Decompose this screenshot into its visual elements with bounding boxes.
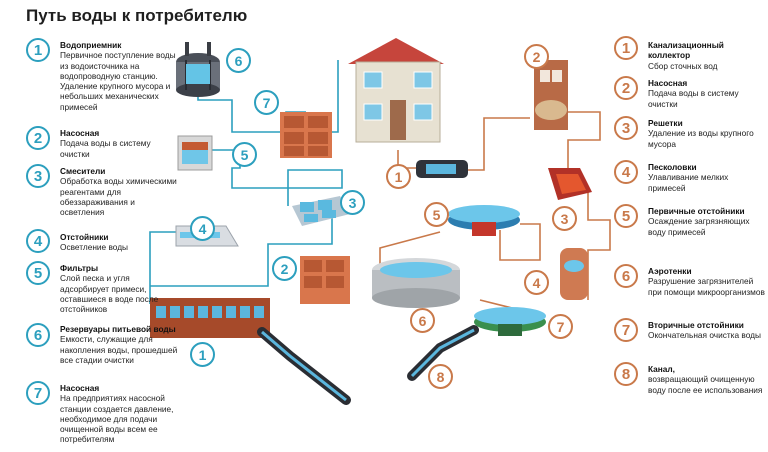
left-legend-title-7: Насосная bbox=[60, 383, 100, 393]
left-legend-desc-1: Первичное поступление воды из водоисточн… bbox=[60, 50, 176, 112]
right-legend-title-7: Вторичные отстойники bbox=[648, 320, 744, 330]
intake-tank bbox=[176, 42, 220, 97]
left-legend-desc-6: Емкости, служащие для накопления воды, п… bbox=[60, 334, 178, 365]
right-legend-title-8: Канал, bbox=[648, 364, 675, 374]
right-legend-desc-7: Окончательная очистка воды bbox=[648, 330, 761, 341]
right-legend-title-3: Решетки bbox=[648, 118, 683, 128]
sewage-marker-1: 1 bbox=[386, 164, 411, 189]
right-legend-desc-1: Сбор сточных вод bbox=[648, 60, 718, 71]
right-legend-item-2: Насосная Подача воды в систему очистки bbox=[648, 78, 766, 109]
left-legend-number-6: 6 bbox=[26, 323, 50, 347]
right-legend-number-3: 3 bbox=[614, 116, 638, 140]
left-legend-desc-2: Подача воды в систему очистки bbox=[60, 138, 151, 159]
sewage-marker-3: 3 bbox=[552, 206, 577, 231]
left-legend-title-3: Смесители bbox=[60, 166, 106, 176]
right-legend-item-1: Канализационный коллектор Сбор сточных в… bbox=[648, 40, 766, 71]
left-legend-item-5: Фильтры Слой песка и угля адсорбирует пр… bbox=[60, 263, 178, 314]
water-marker-5: 5 bbox=[232, 142, 257, 167]
sewer-collector bbox=[416, 160, 468, 178]
sewage-marker-6: 6 bbox=[410, 308, 435, 333]
right-legend-title-6: Аэротенки bbox=[648, 266, 692, 276]
left-legend-item-1: Водоприемник Первичное поступление воды … bbox=[60, 40, 178, 112]
left-legend-title-2: Насосная bbox=[60, 128, 100, 138]
water-marker-1: 1 bbox=[190, 342, 215, 367]
primary-settler bbox=[448, 205, 520, 236]
sand-trap bbox=[560, 248, 588, 300]
left-legend-number-5: 5 bbox=[26, 261, 50, 285]
left-legend-item-2: Насосная Подача воды в систему очистки bbox=[60, 128, 178, 159]
right-legend-desc-3: Удаление из воды крупного мусора bbox=[648, 128, 754, 149]
right-legend-title-4: Песколовки bbox=[648, 162, 697, 172]
right-legend-number-1: 1 bbox=[614, 36, 638, 60]
sewage-marker-2: 2 bbox=[524, 44, 549, 69]
pumping-station bbox=[150, 298, 270, 338]
right-legend-desc-6: Разрушение загрязнителей при помощи микр… bbox=[648, 276, 765, 297]
right-legend-item-5: Первичные отстойники Осаждение загрязняю… bbox=[648, 206, 766, 237]
house bbox=[348, 38, 444, 143]
right-legend-number-2: 2 bbox=[614, 76, 638, 100]
right-legend-item-6: Аэротенки Разрушение загрязнителей при п… bbox=[648, 266, 766, 297]
left-legend-desc-7: На предприятиях насосной станции создает… bbox=[60, 393, 174, 445]
right-legend-title-1: Канализационный коллектор bbox=[648, 40, 724, 61]
left-legend-number-4: 4 bbox=[26, 229, 50, 253]
aeration-tank bbox=[372, 258, 460, 308]
left-legend-title-6: Резервуары питьевой воды bbox=[60, 324, 176, 334]
right-legend-title-2: Насосная bbox=[648, 78, 688, 88]
left-legend-number-3: 3 bbox=[26, 164, 50, 188]
right-legend-item-4: Песколовки Улавливание мелких примесей bbox=[648, 162, 766, 193]
right-legend-item-8: Канал, возвращающий очищенную воду после… bbox=[648, 364, 766, 395]
mixer-pool bbox=[292, 196, 350, 226]
water-marker-6: 6 bbox=[226, 48, 251, 73]
water-marker-4: 4 bbox=[190, 216, 215, 241]
left-legend-number-2: 2 bbox=[26, 126, 50, 150]
water-marker-3: 3 bbox=[340, 190, 365, 215]
left-legend-item-4: Отстойники Осветление воды bbox=[60, 232, 178, 253]
right-legend-number-6: 6 bbox=[614, 264, 638, 288]
right-legend-number-4: 4 bbox=[614, 160, 638, 184]
clean-water-pipe bbox=[149, 60, 343, 304]
filter-unit bbox=[177, 135, 213, 171]
left-legend-item-7: Насосная На предприятиях насосной станци… bbox=[60, 383, 186, 445]
left-legend-title-1: Водоприемник bbox=[60, 40, 122, 50]
page-title: Путь воды к потребителю bbox=[26, 6, 248, 25]
right-legend-item-3: Решетки Удаление из воды крупного мусора bbox=[648, 118, 766, 149]
right-legend-desc-8: возвращающий очищенную воду после ее исп… bbox=[648, 374, 763, 395]
grates bbox=[548, 168, 592, 200]
sewage-marker-5: 5 bbox=[424, 202, 449, 227]
left-legend-title-5: Фильтры bbox=[60, 263, 99, 273]
secondary-settler bbox=[474, 307, 546, 336]
pump-building bbox=[300, 256, 350, 304]
right-legend-desc-2: Подача воды в систему очистки bbox=[648, 88, 739, 109]
right-legend-item-7: Вторичные отстойники Окончательная очист… bbox=[648, 320, 766, 341]
right-legend-desc-5: Осаждение загрязняющих воду примесей bbox=[648, 216, 750, 237]
left-legend-title-4: Отстойники bbox=[60, 232, 109, 242]
right-legend-number-8: 8 bbox=[614, 362, 638, 386]
left-legend-number-7: 7 bbox=[26, 381, 50, 405]
sewage-pump-building bbox=[534, 60, 568, 130]
right-legend-number-7: 7 bbox=[614, 318, 638, 342]
sewage-marker-7: 7 bbox=[548, 314, 573, 339]
right-legend-desc-4: Улавливание мелких примесей bbox=[648, 172, 729, 193]
left-legend-item-3: Смесители Обработка воды химическими реа… bbox=[60, 166, 178, 217]
reservoir-blocks bbox=[280, 112, 332, 158]
left-legend-item-6: Резервуары питьевой воды Емкости, служащ… bbox=[60, 324, 178, 365]
sewage-marker-8: 8 bbox=[428, 364, 453, 389]
right-legend-title-5: Первичные отстойники bbox=[648, 206, 745, 216]
left-legend-desc-3: Обработка воды химическими реагентами дл… bbox=[60, 176, 177, 218]
left-legend-desc-4: Осветление воды bbox=[60, 242, 129, 253]
right-legend-number-5: 5 bbox=[614, 204, 638, 228]
left-legend-number-1: 1 bbox=[26, 38, 50, 62]
water-marker-7: 7 bbox=[254, 90, 279, 115]
sewage-marker-4: 4 bbox=[524, 270, 549, 295]
left-legend-desc-5: Слой песка и угля адсорбирует примеси, о… bbox=[60, 273, 159, 315]
water-marker-2: 2 bbox=[272, 256, 297, 281]
